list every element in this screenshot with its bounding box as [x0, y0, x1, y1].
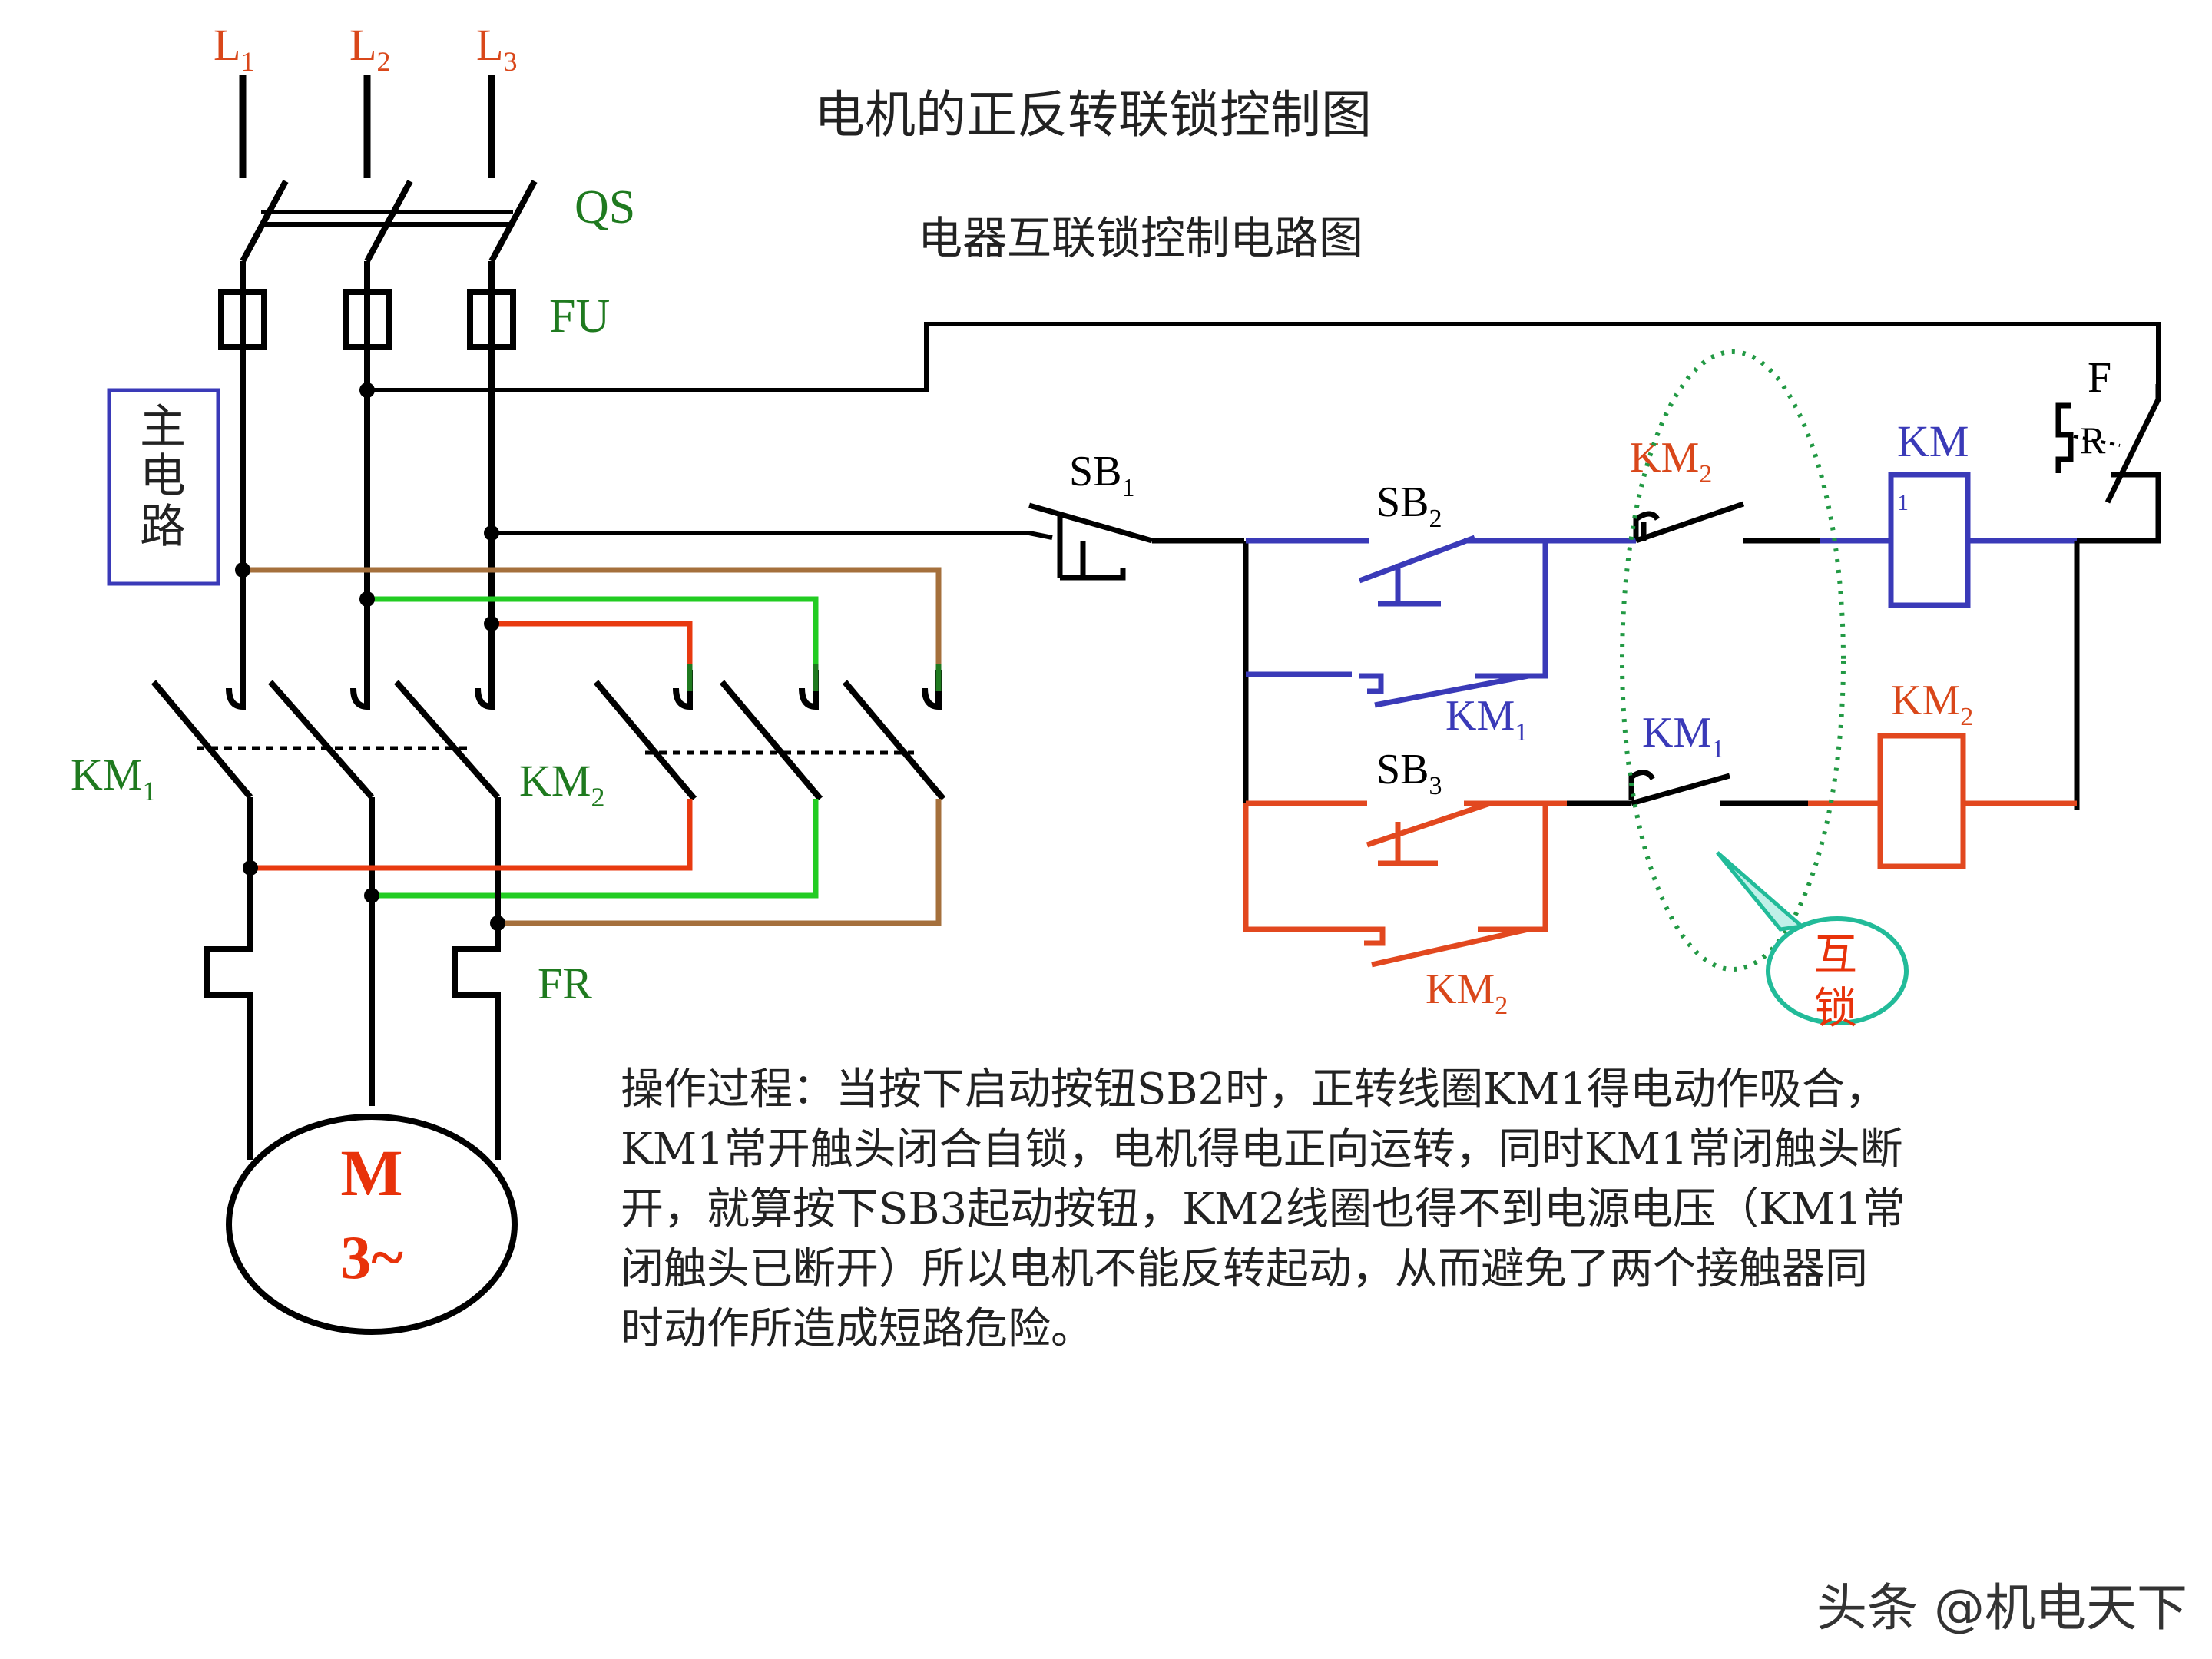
- km2-interlock-contact-top: [1633, 501, 1820, 544]
- fu-fuses: [218, 289, 516, 350]
- label-fr: FR: [538, 959, 592, 1008]
- fr-control-contact: [2055, 384, 2161, 810]
- label-km2-interlock-top: KM2: [1630, 434, 1712, 488]
- diagram-subtitle: 电器互联锁控制电路图: [918, 212, 1363, 264]
- label-l2: L2: [349, 20, 390, 77]
- junction-dots: [359, 382, 499, 541]
- main-circuit-box: [107, 388, 220, 586]
- cross-wiring-lower: [250, 799, 942, 926]
- interlock-callout: 互 锁: [1716, 851, 1909, 1034]
- label-sb1: SB1: [1069, 448, 1135, 502]
- label-km-coil-forward: KM: [1897, 416, 1969, 466]
- km1-main-contacts: [151, 670, 501, 800]
- description-line: 闭触头已断开）所以电机不能反转起动，从而避免了两个接触器同: [621, 1244, 1868, 1294]
- label-km1-main: KM1: [71, 750, 156, 806]
- km1-interlock-contact: [1567, 770, 1808, 806]
- control-supply-wires: [367, 322, 2161, 540]
- km2-main-stubs: [687, 664, 942, 691]
- interlock-ring: [1620, 349, 1846, 972]
- svg-text:路: 路: [140, 500, 186, 554]
- diagram-title: 电机的正反转联锁控制图: [814, 85, 1372, 144]
- label-qs: QS: [575, 181, 635, 233]
- description-line: KM1常开触头闭合自锁，电机得电正向运转，同时KM1常闭触头断: [621, 1124, 1903, 1174]
- cross-wiring-upper: [243, 567, 942, 670]
- description-line: 操作过程：当按下启动按钮SB2时，正转线圈KM1得电动作吸合，: [621, 1065, 1888, 1114]
- callout-text-1: 互: [1814, 930, 1857, 980]
- main-circuit-label: 主 电 路: [140, 400, 186, 554]
- forward-branch: [1246, 472, 2077, 708]
- sb1-stop-button: [1028, 502, 1244, 581]
- operation-description: 操作过程：当按下启动按钮SB2时，正转线圈KM1得电动作吸合， KM1常开触头闭…: [621, 1060, 2080, 1359]
- description-line: 时动作所造成短路危险。: [621, 1304, 1094, 1354]
- label-l1: L1: [214, 20, 254, 77]
- label-km-coil-digit: 1: [1897, 490, 1909, 515]
- label-fr-control-f: F: [2088, 354, 2111, 402]
- cross-junctions-upper: [235, 562, 499, 631]
- callout-text-2: 锁: [1814, 984, 1857, 1034]
- label-fr-control-r: R: [2080, 419, 2106, 462]
- supply-lines: [239, 75, 495, 178]
- label-km2-hold: KM2: [1426, 965, 1508, 1020]
- label-km2-coil: KM2: [1891, 677, 1973, 731]
- label-km2-main: KM2: [519, 756, 604, 813]
- description-line: 开，就算按下SB3起动按钮，KM2线圈也得不到电源电压（KM1常: [621, 1184, 1906, 1234]
- fr-thermal-relay: [204, 891, 501, 1121]
- label-sb2: SB2: [1376, 478, 1442, 533]
- phase-labels: L1 L2 L3: [214, 20, 517, 77]
- motor-label-phase: 3~: [340, 1224, 403, 1292]
- label-sb3: SB3: [1376, 746, 1442, 800]
- watermark: 头条 @机电天下: [1816, 1578, 2187, 1637]
- svg-text:主: 主: [140, 400, 186, 454]
- phase-lines-middle: [240, 261, 495, 292]
- svg-text:电: 电: [140, 449, 186, 503]
- qs-switch: [240, 180, 538, 263]
- motor: M 3~: [226, 1114, 518, 1335]
- km2-main-contacts: [593, 670, 946, 801]
- motor-label-m: M: [340, 1136, 402, 1210]
- reverse-branch: [1243, 733, 2077, 968]
- label-km1-interlock: KM1: [1642, 709, 1724, 763]
- label-l3: L3: [476, 20, 517, 77]
- label-km1-hold: KM1: [1445, 692, 1528, 747]
- label-fu: FU: [549, 290, 610, 343]
